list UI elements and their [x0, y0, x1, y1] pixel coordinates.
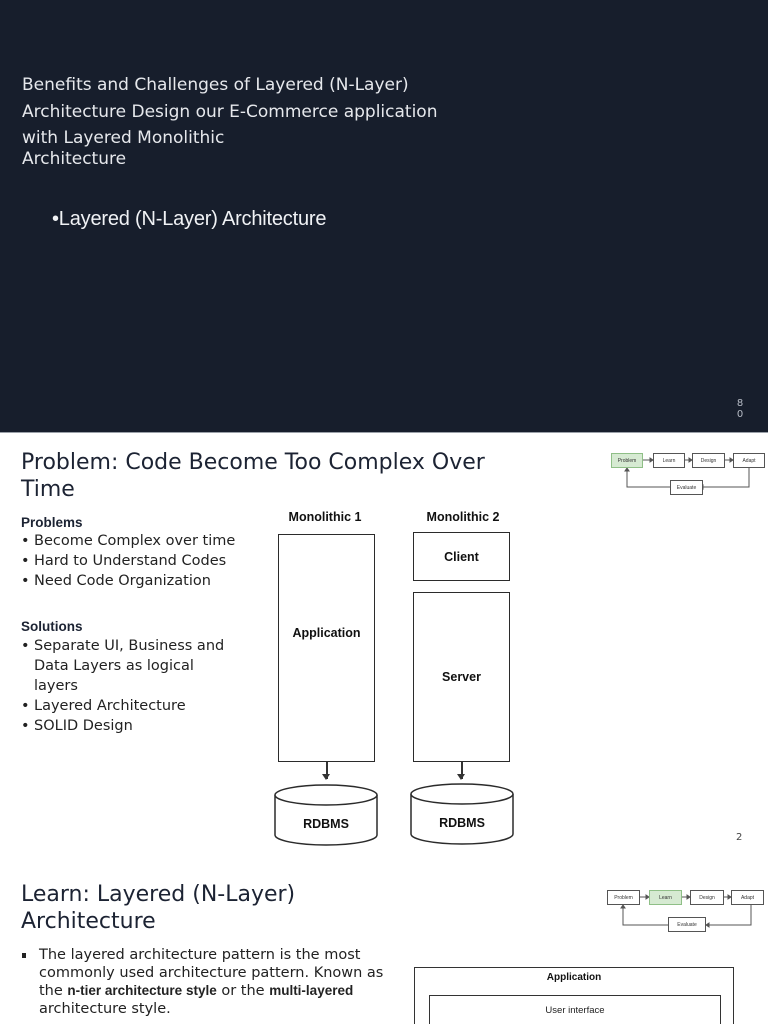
server-label: Server — [442, 670, 481, 684]
server-box: Server — [413, 592, 510, 762]
heading-line: with Layered Monolithic — [22, 128, 225, 148]
heading-line: Architecture Design our E-Commerce appli… — [22, 102, 438, 122]
flow-connectors — [620, 894, 752, 928]
page-digit: 8 — [736, 398, 744, 409]
solution-item: Layered Architecture — [21, 696, 236, 716]
client-box: Client — [413, 532, 510, 581]
flow-node-learn: Learn — [653, 453, 685, 468]
solutions-list: Separate UI, Business and Data Layers as… — [21, 636, 236, 736]
problem-item: Need Code Organization — [21, 571, 261, 591]
solution-item: SOLID Design — [21, 716, 236, 736]
rdbms-label: RDBMS — [303, 817, 349, 831]
problems-heading: Problems — [21, 515, 83, 530]
slide-divider — [0, 432, 768, 433]
title-line: Architecture — [21, 909, 156, 934]
client-label: Client — [444, 549, 479, 564]
title-line: Learn: Layered (N-Layer) — [21, 882, 296, 907]
heading-line: Architecture — [22, 149, 127, 169]
flow-node-design: Design — [690, 890, 724, 905]
flow-node-adapt: Adapt — [731, 890, 764, 905]
flow-node-learn: Learn — [649, 890, 682, 905]
page-digit: 0 — [736, 409, 744, 420]
slide-1-bullet: •Layered (N-Layer) Architecture — [52, 208, 327, 230]
problem-item: Become Complex over time — [21, 531, 261, 551]
solution-item: Separate UI, Business and Data Layers as… — [21, 636, 236, 696]
database-icon — [410, 783, 514, 845]
flow-node-evaluate: Evaluate — [668, 917, 706, 932]
text-run: The layered architecture pattern is the … — [39, 947, 384, 999]
user-interface-label: User interface — [545, 1005, 605, 1016]
slide-3-title: Learn: Layered (N-Layer) Architecture — [21, 881, 401, 935]
process-flow-diagram: Problem Learn Design Adapt Evaluate — [610, 452, 768, 497]
application-box: Application — [278, 534, 375, 762]
flow-node-problem: Problem — [607, 890, 640, 905]
problem-item: Hard to Understand Codes — [21, 551, 261, 571]
slide-2-title: Problem: Code Become Too Complex Over Ti… — [21, 449, 521, 503]
arrow-down-icon — [323, 762, 329, 780]
application-title: Application — [546, 972, 602, 983]
rdbms-label: RDBMS — [439, 816, 485, 830]
slide-title-dark: Benefits and Challenges of Layered (N-La… — [0, 0, 768, 432]
user-interface-layer: User interface — [429, 995, 721, 1024]
flow-node-evaluate: Evaluate — [670, 480, 703, 495]
heading-line: Benefits and Challenges of Layered (N-La… — [22, 75, 409, 95]
database-icon — [274, 784, 378, 846]
process-flow-diagram: Problem Learn Design Adapt Evaluate — [606, 888, 768, 934]
layered-architecture-description: The layered architecture pattern is the … — [22, 947, 392, 1018]
slide-2-page-number: 2 — [736, 832, 743, 843]
bold-term-n-tier: n-tier architecture style — [67, 983, 217, 998]
problems-list: Become Complex over time Hard to Underst… — [21, 531, 261, 591]
text-run: architecture style. — [39, 1000, 171, 1017]
title-line: Time — [21, 477, 75, 502]
slide-1-page-number: 8 0 — [735, 398, 745, 420]
text-run: or the — [216, 983, 270, 999]
title-line: Problem: Code Become Too Complex Over — [21, 450, 485, 475]
flow-node-design: Design — [692, 453, 725, 468]
flow-node-adapt: Adapt — [733, 453, 765, 468]
application-layer-diagram: Application User interface — [414, 967, 734, 1024]
application-label: Application — [292, 626, 361, 640]
monolithic-1-label: Monolithic 1 — [288, 510, 362, 524]
slide-1-heading: Benefits and Challenges of Layered (N-La… — [22, 72, 482, 169]
rdbms-cylinder-1: RDBMS — [274, 783, 378, 847]
monolithic-2-label: Monolithic 2 — [426, 510, 500, 524]
solutions-heading: Solutions — [21, 619, 83, 634]
arrow-down-icon — [458, 762, 464, 780]
rdbms-cylinder-2: RDBMS — [410, 782, 514, 846]
flow-node-problem: Problem — [611, 453, 643, 468]
bold-term-multi-layered: multi-layered — [269, 983, 354, 998]
